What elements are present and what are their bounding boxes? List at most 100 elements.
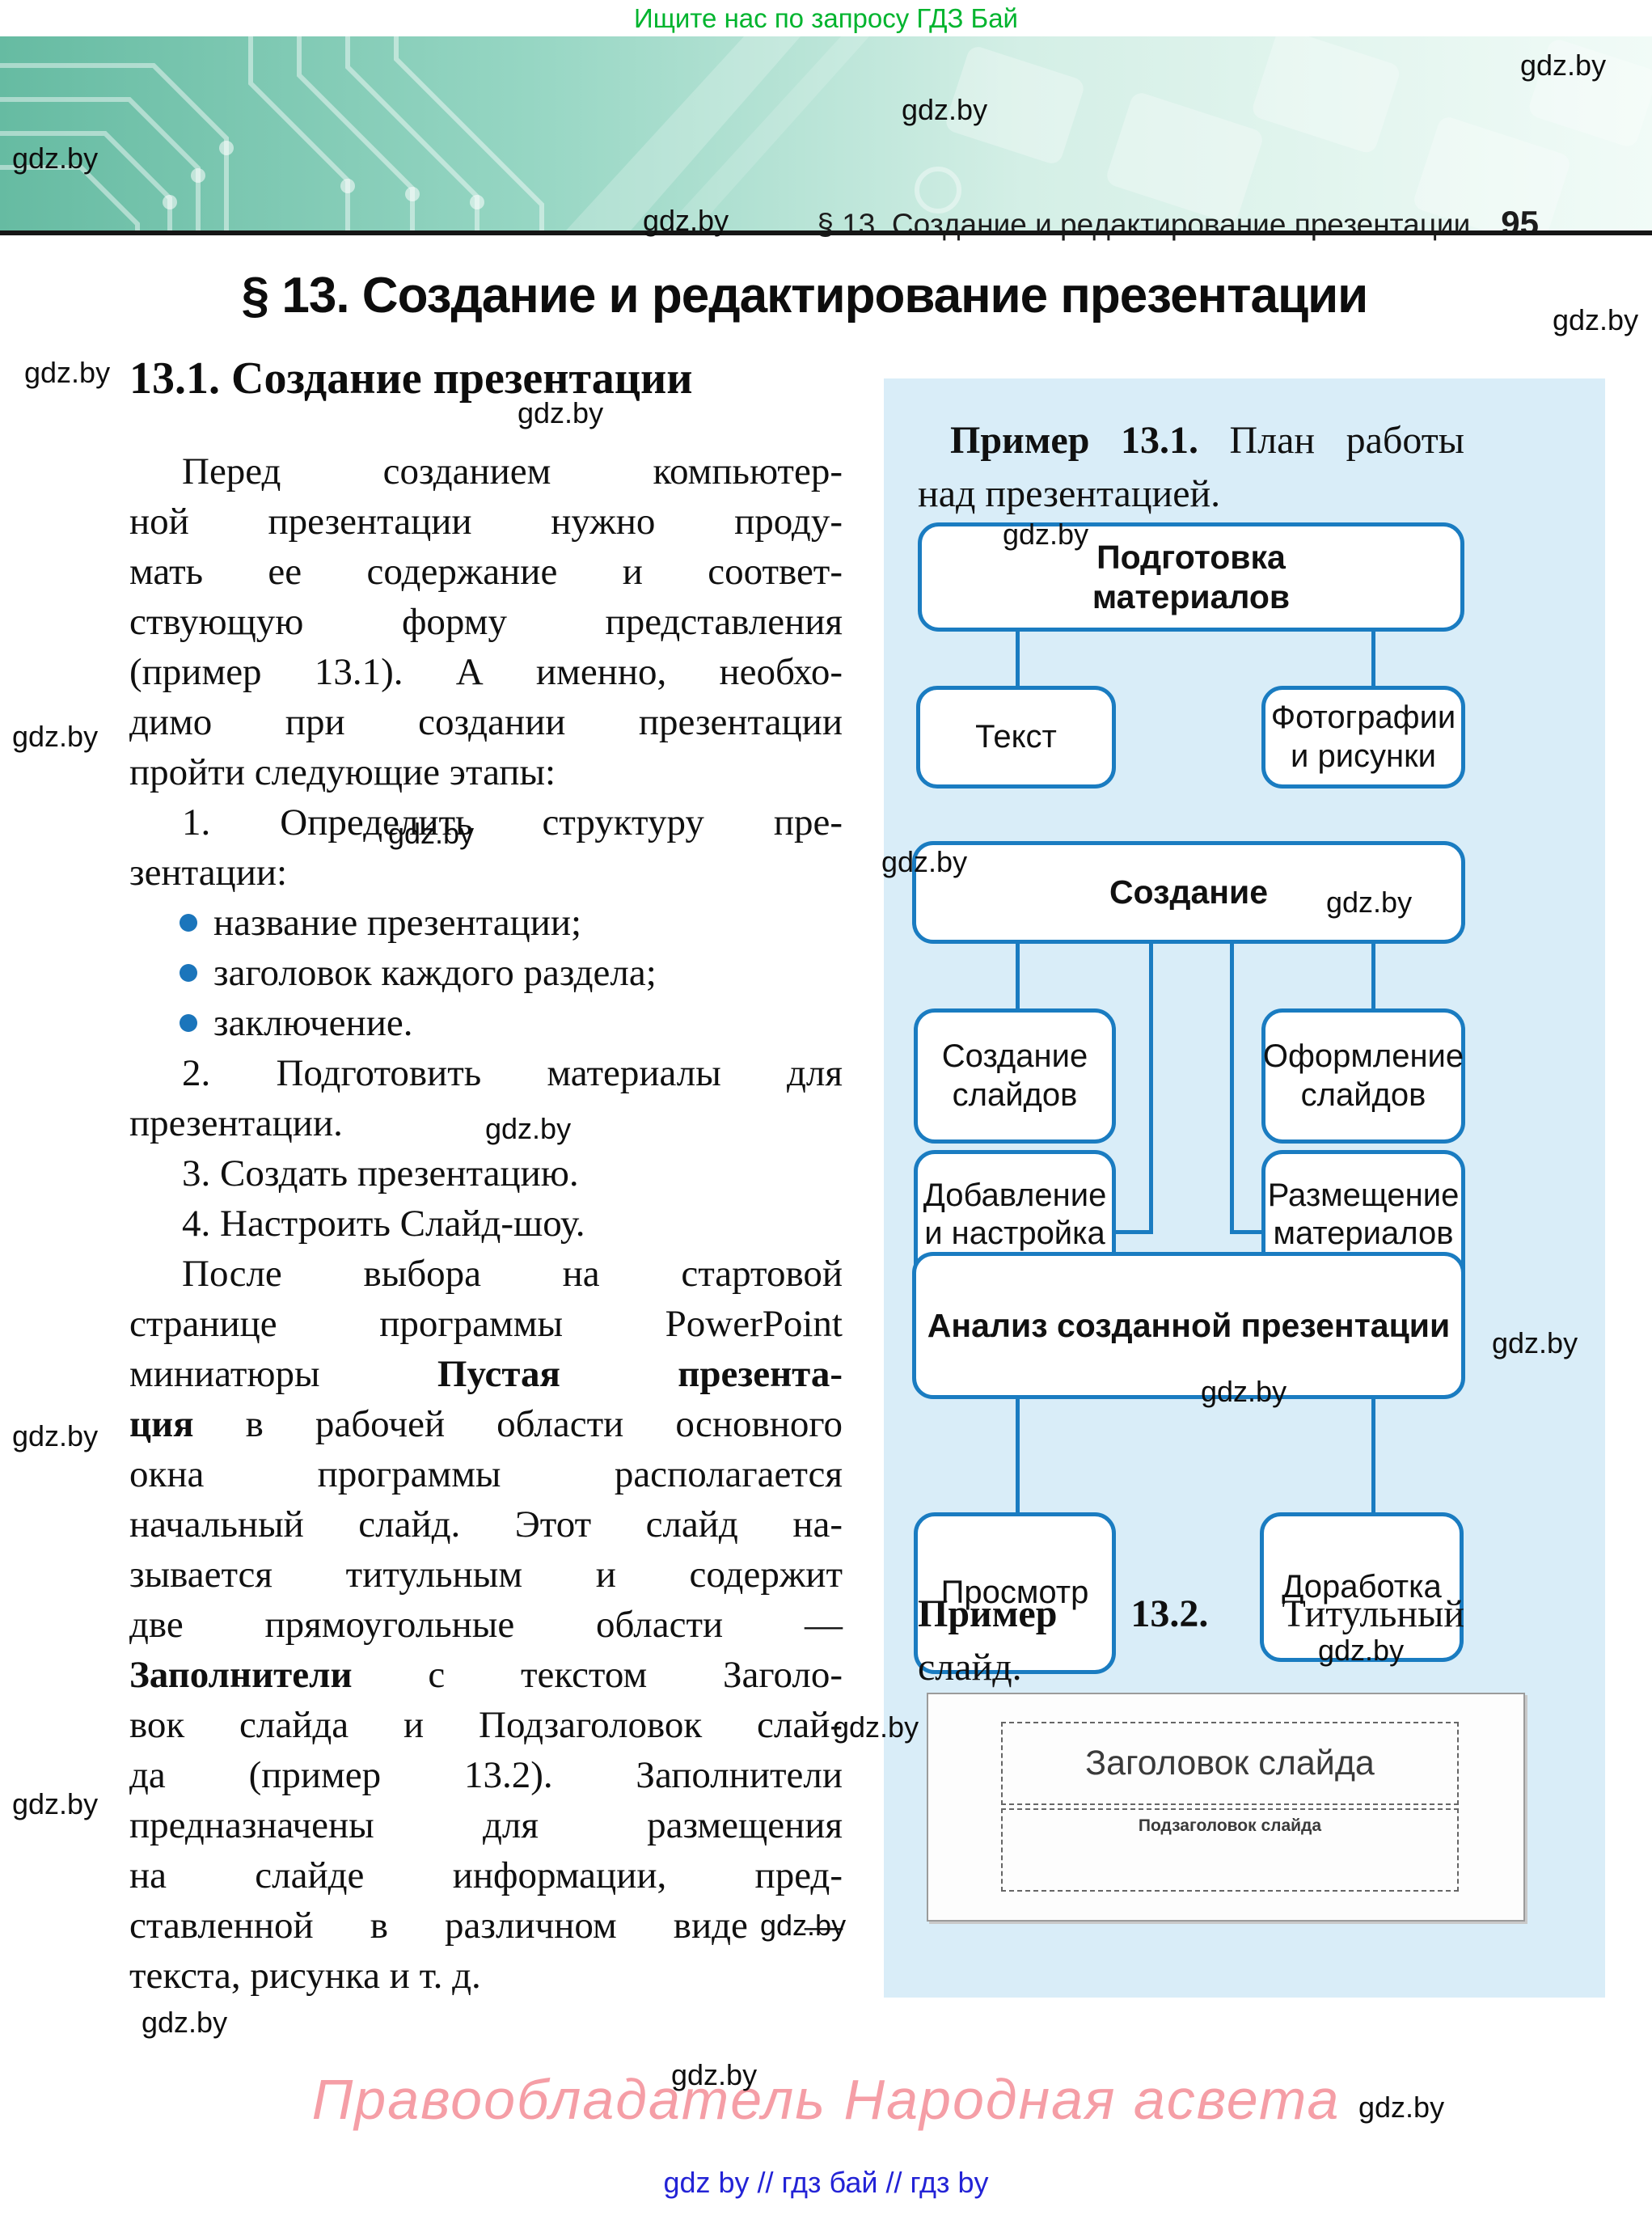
body-text-line: (пример 13.1). А именно, необхо-	[129, 647, 843, 697]
body-text-line: мать ее содержание и соответ-	[129, 547, 843, 597]
body-text-line: пройти следующие этапы:	[129, 747, 843, 797]
body-text-line: вок слайда и Подзаголовок слай-	[129, 1700, 843, 1750]
body-text-column: Перед созданием компьютер-ной презентаци…	[129, 446, 843, 2001]
title-slide-image: Заголовок слайда Подзаголовок слайда	[927, 1693, 1525, 1922]
body-text-line: заключение.	[129, 998, 843, 1048]
body-text-line: окна программы располагается	[129, 1449, 843, 1499]
body-text: 4. Настроить Слайд-шоу.	[182, 1203, 585, 1245]
gdz-watermark: gdz.by	[671, 2058, 758, 2091]
body-text-line: текста, рисунка и т. д.	[129, 1951, 843, 2001]
example-caption-text: План работы	[1198, 419, 1465, 462]
body-text-line: зывается титульным и содержит	[129, 1550, 843, 1600]
gdz-watermark: gdz.by	[485, 1112, 572, 1145]
running-head: § 13. Создание и редактирование презента…	[817, 204, 1539, 243]
body-text-line: Заполнители с текстом Заголо-	[129, 1650, 843, 1700]
gdz-watermark: gdz.by	[1201, 1375, 1287, 1408]
footer-links-text: gdz by // гдз бай // гдз by	[663, 2166, 989, 2199]
chapter-title: § 13. Создание и редактирование презента…	[241, 268, 1369, 323]
connector-line	[1016, 632, 1020, 686]
flow-node-text: Текст	[916, 686, 1116, 789]
body-text: зывается титульным и содержит	[129, 1554, 843, 1596]
body-text: текста, рисунка и т. д.	[129, 1955, 481, 1997]
gdz-watermark: gdz.by	[1520, 49, 1607, 82]
gdz-watermark: gdz.by	[388, 817, 475, 850]
body-text: мать ее содержание и соответ-	[129, 551, 843, 593]
body-text: странице программы PowerPoint	[129, 1303, 843, 1345]
body-text-line: ция в рабочей области основного	[129, 1399, 843, 1449]
gdz-watermark: gdz.by	[902, 93, 988, 126]
example-caption-line: Пример 13.2. Титульный	[918, 1588, 1464, 1641]
body-text: После выбора на стартовой	[182, 1253, 843, 1295]
body-text-line: название презентации;	[129, 898, 843, 948]
gdz-watermark: gdz.by	[881, 845, 968, 878]
gdz-watermark: gdz.by	[12, 1787, 99, 1820]
body-text-line: 1. Определить структуру пре-	[129, 797, 843, 848]
flow-node-create-slides: Создание слайдов	[914, 1008, 1116, 1144]
body-text-line: миниатюры Пустая презента-	[129, 1349, 843, 1399]
body-text-line: предназначены для размещения	[129, 1800, 843, 1850]
example-caption-line: слайд.	[918, 1646, 1022, 1689]
body-text: 1. Определить структуру пре-	[182, 801, 843, 844]
running-head-title: § 13. Создание и редактирование презента…	[817, 208, 1471, 241]
section-heading: 13.1. Создание презентации	[129, 353, 693, 404]
body-text: презентации.	[129, 1102, 343, 1144]
connector-line	[1371, 1399, 1375, 1512]
gdz-watermark: gdz.by	[833, 1710, 919, 1744]
gdz-watermark: gdz.by	[142, 2006, 228, 2039]
example-13-2-caption: Пример 13.2. Титульный слайд.	[918, 1588, 1464, 1694]
bullet-icon	[180, 964, 197, 983]
body-text-line: две прямоугольные области —	[129, 1600, 843, 1650]
gdz-watermark: gdz.by	[12, 1419, 99, 1452]
body-text-line: ной презентации нужно проду-	[129, 497, 843, 547]
page-number: 95	[1501, 204, 1539, 242]
body-text: ставленной в различном виде —	[129, 1905, 843, 1947]
body-text: 2. Подготовить материалы для	[182, 1052, 843, 1094]
body-text-line: зентации:	[129, 848, 843, 898]
gdz-watermark: gdz.by	[1358, 2091, 1445, 2124]
connector-line	[1230, 944, 1234, 1234]
gdz-watermark: gdz.by	[1326, 886, 1413, 919]
example-label: Пример 13.2.	[918, 1592, 1209, 1635]
example-caption-line: над презентацией.	[918, 472, 1221, 515]
body-text: на слайде информации, пред-	[129, 1854, 843, 1896]
example-caption-text: Титульный	[1208, 1592, 1464, 1635]
flow-node-analysis: Анализ созданной презентации	[912, 1252, 1465, 1399]
connector-line	[1371, 944, 1375, 1008]
flow-node-photos: Фотографии и рисунки	[1261, 686, 1465, 789]
body-text: в рабочей области основного	[193, 1403, 843, 1445]
body-text-line: 2. Подготовить материалы для	[129, 1048, 843, 1098]
body-text: заголовок каждого раздела;	[213, 952, 657, 994]
body-text: предназначены для размещения	[129, 1804, 843, 1846]
header-rule	[0, 230, 1652, 235]
body-text-bold: Пустая презента-	[437, 1353, 843, 1395]
example-caption-line: Пример 13.1. План работы	[918, 414, 1464, 467]
body-text: (пример 13.1). А именно, необхо-	[129, 651, 843, 693]
bullet-icon	[180, 914, 197, 932]
connector-line	[1149, 944, 1153, 1234]
body-text: название презентации;	[213, 902, 582, 944]
body-text: две прямоугольные области —	[129, 1604, 843, 1646]
example-panel: Пример 13.1. План работы над презентацие…	[884, 378, 1605, 1998]
gdz-watermark: gdz.by	[760, 1909, 847, 1942]
body-text: окна программы располагается	[129, 1453, 843, 1495]
body-text-line: ствующую форму представления	[129, 597, 843, 647]
body-text-line: димо при создании презентации	[129, 697, 843, 747]
header-banner	[0, 36, 1652, 230]
gdz-watermark: gdz.by	[1492, 1326, 1578, 1359]
body-text: ной презентации нужно проду-	[129, 501, 843, 543]
body-text: миниатюры	[129, 1353, 437, 1395]
body-text: начальный слайд. Этот слайд на-	[129, 1503, 843, 1545]
site-notice-text: Ищите нас по запросу ГДЗ Бай	[634, 3, 1018, 33]
body-text-line: странице программы PowerPoint	[129, 1299, 843, 1349]
body-text-line: заголовок каждого раздела;	[129, 948, 843, 998]
circuit-board-image	[0, 36, 1652, 230]
flow-node-rework: Доработка	[1260, 1512, 1464, 1662]
body-text-bold: ция	[129, 1403, 194, 1445]
body-text-bold: Заполнители	[129, 1654, 353, 1696]
slide-subtitle-placeholder: Подзаголовок слайда	[1001, 1808, 1459, 1892]
flow-node-design-slides: Оформление слайдов	[1261, 1008, 1465, 1144]
gdz-watermark: gdz.by	[518, 396, 604, 429]
connector-line	[1371, 632, 1375, 686]
flow-node-creation: Создание	[912, 841, 1465, 944]
